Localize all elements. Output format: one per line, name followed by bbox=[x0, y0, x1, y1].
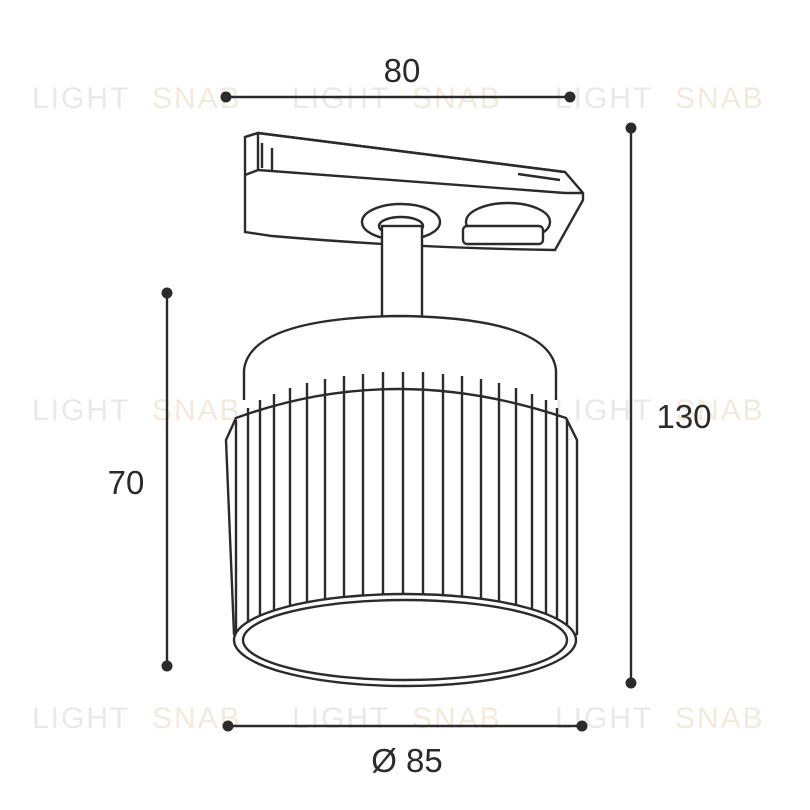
watermark-row-bottom: LIGHT SNAB LIGHT SNAB LIGHT SNAB bbox=[32, 702, 765, 735]
dimension-endpoint bbox=[161, 660, 173, 672]
watermark-snab: SNAB bbox=[675, 702, 765, 735]
adapter-knob-base bbox=[461, 224, 545, 246]
dimension-label-70: 70 bbox=[108, 464, 145, 501]
dimension-height-shade: 70 bbox=[108, 287, 173, 672]
stem bbox=[380, 224, 424, 320]
watermark-light: LIGHT bbox=[292, 82, 390, 115]
watermark-light: LIGHT bbox=[32, 82, 130, 115]
dimension-endpoint bbox=[625, 122, 637, 134]
dimension-diameter-bottom: Ø 85 bbox=[222, 720, 588, 779]
watermark-light: LIGHT bbox=[555, 394, 653, 427]
watermark-light: LIGHT bbox=[32, 394, 130, 427]
dimension-endpoint bbox=[161, 287, 173, 299]
adapter-contacts bbox=[260, 143, 274, 170]
watermark-snab: SNAB bbox=[675, 82, 765, 115]
dimension-label-80: 80 bbox=[384, 52, 421, 89]
dimension-endpoint bbox=[564, 91, 576, 103]
lamp-cap bbox=[242, 314, 558, 400]
dimension-endpoint bbox=[220, 91, 232, 103]
adapter-ledge bbox=[257, 168, 583, 195]
dimension-label-130: 130 bbox=[656, 398, 711, 435]
watermark-light: LIGHT bbox=[292, 702, 390, 735]
dimension-endpoint bbox=[576, 720, 588, 732]
dimension-endpoint bbox=[222, 720, 234, 732]
dimension-endpoint bbox=[625, 677, 637, 689]
adapter-slot bbox=[517, 172, 561, 182]
shade-bottom-opening bbox=[241, 598, 569, 682]
adapter-end-face bbox=[244, 133, 260, 177]
watermark-light: LIGHT bbox=[32, 702, 130, 735]
dimension-height-total: 130 bbox=[625, 122, 712, 689]
stem-tube bbox=[380, 224, 424, 320]
watermark-light: LIGHT bbox=[555, 702, 653, 735]
dimension-label-diameter-85: Ø 85 bbox=[371, 742, 443, 779]
dimension-width-top: 80 bbox=[220, 52, 576, 103]
watermark-snab: SNAB bbox=[152, 394, 242, 427]
watermark-snab: SNAB bbox=[675, 394, 765, 427]
watermark-snab: SNAB bbox=[412, 702, 502, 735]
lamp-head bbox=[224, 314, 579, 688]
watermark-snab: SNAB bbox=[412, 82, 502, 115]
